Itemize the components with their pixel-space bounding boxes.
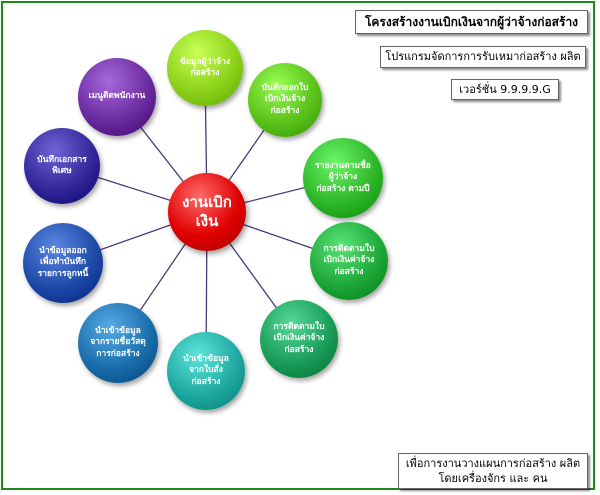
node-label: นำข้อมูลออก เพื่อทำบันทึก รายการลูกหนี้ [37,245,89,279]
version-box: เวอร์ชั่น 9.9.9.9.G [451,79,559,100]
node-label: นำเข้าข้อมูล จากใบสั่ง ก่อสร้าง [183,353,229,387]
node-contractor-info[interactable]: ข้อมูลผู้ว่าจ้าง ก่อสร้าง [167,30,243,106]
node-special-documents[interactable]: บันทึกเอกสาร พิเศษ [24,128,100,204]
program-box: โปรแกรมจัดการการรับเหมาก่อสร้าง ผลิต [380,46,586,68]
node-label: นำเข้าข้อมูล จากรายชื่อวัสดุ การก่อสร้าง [90,325,146,359]
node-label: บันทึกออกใบ เบิกเงินจ้าง ก่อสร้าง [261,82,309,116]
node-label: การติดตามใบ เบิกเงินค่าจ้าง ก่อสร้าง [323,243,375,277]
node-label: รายงานตามชื่อ ผู้ว่าจ้าง ก่อสร้าง ตามปี [315,160,371,194]
node-export-debtors[interactable]: นำข้อมูลออก เพื่อทำบันทึก รายการลูกหนี้ [23,223,103,303]
node-label: เมนูติดพนักงาน [88,91,146,102]
node-label: บันทึกเอกสาร พิเศษ [37,154,87,176]
footer-box: เพื่อการงานวางแผนการก่อสร้าง ผลิต โดยเคร… [398,453,588,489]
node-report-by-year[interactable]: รายงานตามชื่อ ผู้ว่าจ้าง ก่อสร้าง ตามปี [303,138,383,218]
node-import-materials[interactable]: นำเข้าข้อมูล จากรายชื่อวัสดุ การก่อสร้าง [78,303,158,383]
node-track-invoice-1[interactable]: การติดตามใบ เบิกเงินค่าจ้าง ก่อสร้าง [310,222,388,300]
node-employee-menu[interactable]: เมนูติดพนักงาน [78,58,156,136]
node-label: ข้อมูลผู้ว่าจ้าง ก่อสร้าง [179,56,231,78]
node-issue-invoice[interactable]: บันทึกออกใบ เบิกเงินจ้าง ก่อสร้าง [248,63,322,137]
node-import-work-order[interactable]: นำเข้าข้อมูล จากใบสั่ง ก่อสร้าง [167,332,245,410]
center-label: งานเบิก เงิน [182,192,232,231]
node-track-invoice-2[interactable]: การติดตามใบ เบิกเงินค่าจ้าง ก่อสร้าง [260,300,338,378]
node-label: การติดตามใบ เบิกเงินค่าจ้าง ก่อสร้าง [273,321,325,355]
center-node-billing[interactable]: งานเบิก เงิน [168,173,246,251]
title-box: โครงสร้างงานเบิกเงินจากผู้ว่าจ้างก่อสร้า… [355,10,588,34]
